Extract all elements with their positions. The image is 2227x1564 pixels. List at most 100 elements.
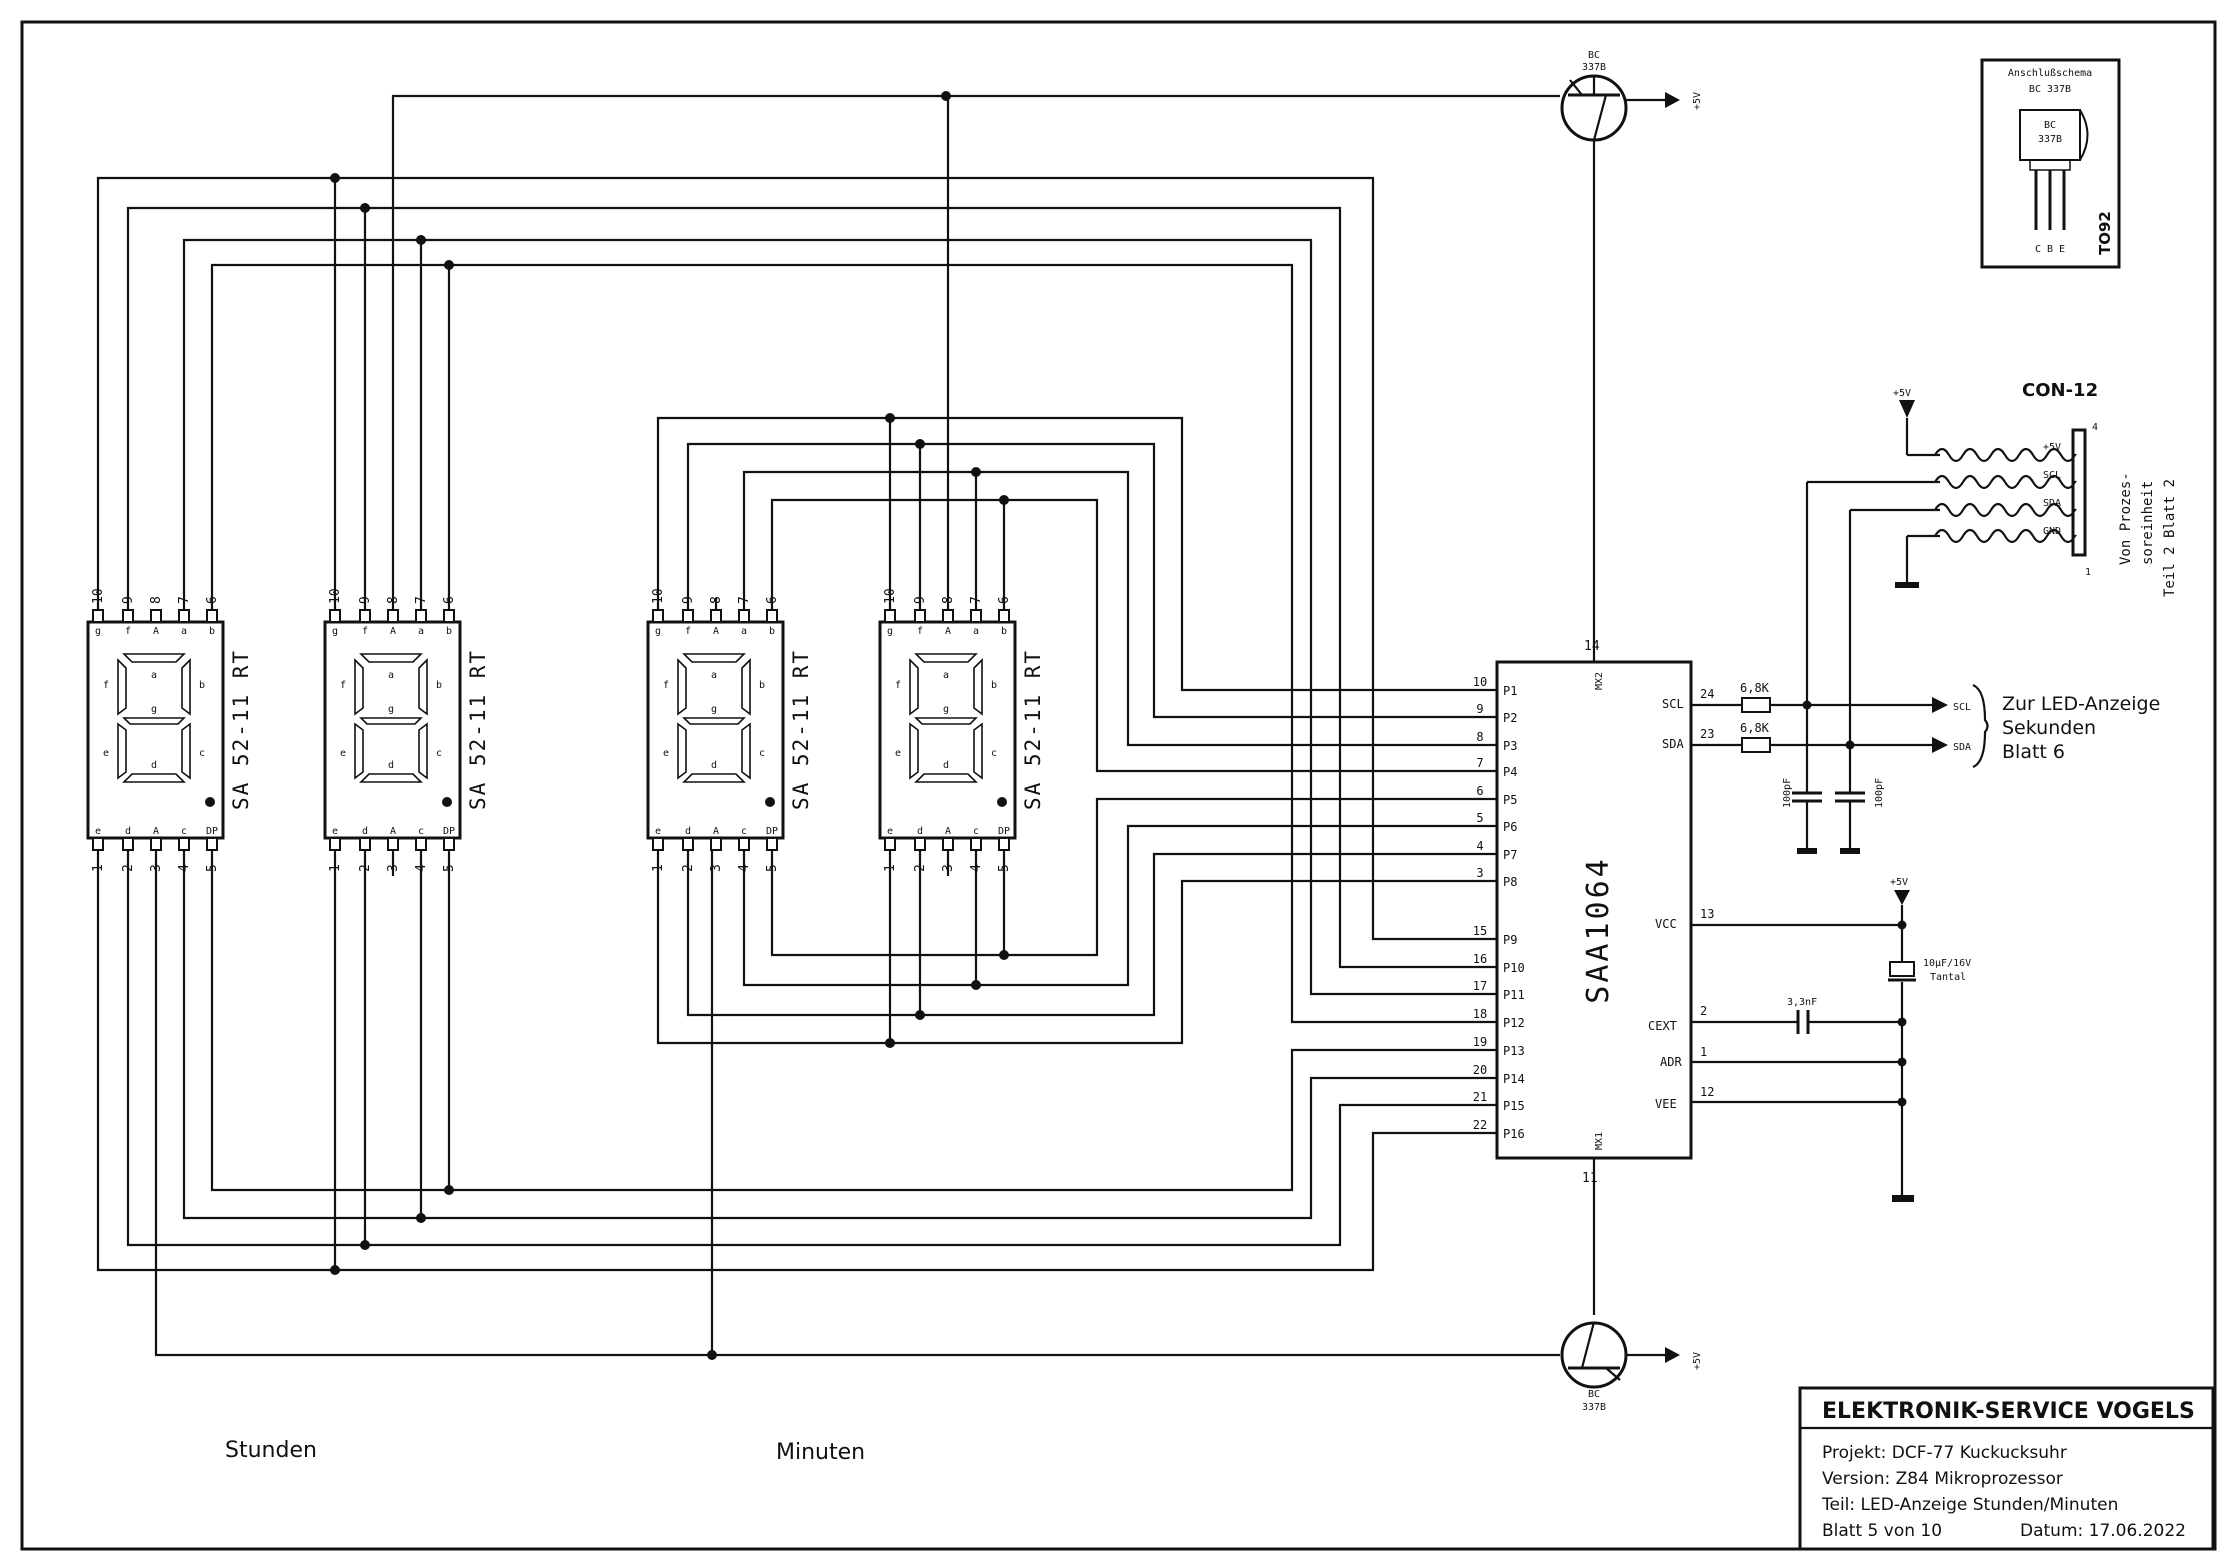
ic-top-pin-num: 14	[1584, 639, 1600, 654]
segment-label: a	[151, 670, 157, 681]
segment-label: e	[103, 748, 109, 759]
display-part-name: SA 52-11 RT	[1021, 649, 1045, 810]
segment-label: b	[759, 680, 765, 691]
display-top-seg: a	[973, 626, 979, 637]
label-stunden: Stunden	[225, 1438, 317, 1463]
display-bottom-seg: d	[917, 826, 923, 837]
ic-left-pin-label: P4	[1503, 765, 1517, 779]
display-bottom-seg: DP	[766, 826, 778, 837]
segment-label: c	[759, 748, 765, 759]
segment-label: f	[895, 680, 901, 691]
ic-pin-vee: VEE	[1655, 1097, 1677, 1111]
transistor-top: BC 337B +5V	[1560, 50, 1703, 142]
segment-label: c	[199, 748, 205, 759]
display-bottom-seg: DP	[206, 826, 218, 837]
ic-pin-adr: ADR	[1660, 1055, 1682, 1069]
tr-bottom-type: 337B	[1582, 1402, 1606, 1413]
display-bottom-seg: c	[741, 826, 747, 837]
segment-label: e	[895, 748, 901, 759]
ic-left-pin-label: P1	[1503, 684, 1517, 698]
ic-left-pin-num: 5	[1476, 811, 1483, 825]
segment-label: a	[711, 670, 717, 681]
ic-left-pin-num: 22	[1473, 1118, 1487, 1132]
ic-left-pin-label: P3	[1503, 739, 1517, 753]
scl-pin-num: 24	[1700, 687, 1714, 701]
tr-top-supply: +5V	[1692, 92, 1703, 110]
ic-left-pin-label: P6	[1503, 820, 1517, 834]
ic-bottom-pin-label: MX1	[1594, 1132, 1605, 1150]
display-top-seg: b	[769, 626, 775, 637]
tr-bottom-supply: +5V	[1692, 1352, 1703, 1370]
display-bottom-seg: c	[418, 826, 424, 837]
display-bottom-seg: DP	[443, 826, 455, 837]
connector-name: CON-12	[2022, 380, 2098, 401]
segment-label: f	[340, 680, 346, 691]
connector-pin-bottom: 1	[2085, 567, 2091, 578]
ic-left-pin-num: 20	[1473, 1063, 1487, 1077]
display-part-name: SA 52-11 RT	[789, 649, 813, 810]
display-top-seg: g	[95, 626, 101, 637]
display-bottom-seg: d	[362, 826, 368, 837]
display-top-seg: f	[685, 626, 691, 637]
segment-label: e	[340, 748, 346, 759]
display-top-seg: f	[125, 626, 131, 637]
display-bottom-seg: e	[95, 826, 101, 837]
ic-left-pin-num: 9	[1476, 702, 1483, 716]
pinout-pins: C B E	[2035, 244, 2065, 255]
display-top-seg: g	[332, 626, 338, 637]
c2-label: 100pF	[1874, 778, 1885, 808]
date-line: Datum: 17.06.2022	[2020, 1521, 2186, 1541]
version-line: Version: Z84 Mikroprozessor	[1822, 1469, 2063, 1489]
pinout-body2: 337B	[2038, 134, 2062, 145]
sheet-border	[20, 20, 2217, 1551]
display-top-seg: f	[917, 626, 923, 637]
adr-pin-num: 1	[1700, 1045, 1707, 1059]
display-top-seg: a	[418, 626, 424, 637]
c-vcc-label2: Tantal	[1930, 972, 1966, 983]
segment-label: a	[388, 670, 394, 681]
display-bottom-seg: A	[390, 826, 396, 837]
pinout-title: Anschlußschema	[2008, 68, 2092, 79]
out-scl: SCL	[1953, 702, 1971, 713]
display-top-seg: A	[390, 626, 396, 637]
ic-pin-sda: SDA	[1662, 737, 1684, 751]
vcc-pin-num: 13	[1700, 907, 1714, 921]
c1-label: 100pF	[1782, 778, 1793, 808]
ic-pin-scl: SCL	[1662, 697, 1684, 711]
segment-label: f	[663, 680, 669, 691]
ic-pin-cext: CEXT	[1648, 1019, 1677, 1033]
segment-label: c	[436, 748, 442, 759]
ic-left-pin-label: P16	[1503, 1127, 1525, 1141]
segment-label: a	[943, 670, 949, 681]
ic-top-pin-label: MX2	[1594, 672, 1605, 690]
display-bottom-seg: c	[181, 826, 187, 837]
connector-pin-5v: +5V	[2043, 442, 2061, 453]
ic-left-pin-label: P11	[1503, 988, 1525, 1002]
display-top-seg: f	[362, 626, 368, 637]
display-top-seg: b	[209, 626, 215, 637]
title-block: ELEKTRONIK-SERVICE VOGELS Projekt: DCF-7…	[1798, 1386, 2215, 1551]
segment-label: b	[991, 680, 997, 691]
ic-left-pin-label: P9	[1503, 933, 1517, 947]
display-bottom-seg: A	[945, 826, 951, 837]
project-line: Projekt: DCF-77 Kuckucksuhr	[1822, 1443, 2067, 1463]
display-top-seg: b	[446, 626, 452, 637]
tr-top-name: BC	[1588, 50, 1600, 61]
segment-label: c	[991, 748, 997, 759]
r-sda-label: 6,8K	[1740, 721, 1770, 735]
pinout-package: TO92	[2096, 211, 2114, 255]
ic-left-pin-label: P2	[1503, 711, 1517, 725]
tr-bottom-name: BC	[1588, 1389, 1600, 1400]
ic-left-pin-num: 6	[1476, 784, 1483, 798]
c-vcc-label: 10µF/16V	[1923, 958, 1971, 969]
connector-con12: CON-12 4 1 +5V SCL SDA GND +5V Von Proze…	[1805, 380, 2178, 745]
display-top-seg: b	[1001, 626, 1007, 637]
c-ext-label: 3,3nF	[1787, 997, 1817, 1008]
display-top-seg: A	[153, 626, 159, 637]
company-name: ELEKTRONIK-SERVICE VOGELS	[1822, 1399, 2195, 1424]
display-top-seg: a	[741, 626, 747, 637]
